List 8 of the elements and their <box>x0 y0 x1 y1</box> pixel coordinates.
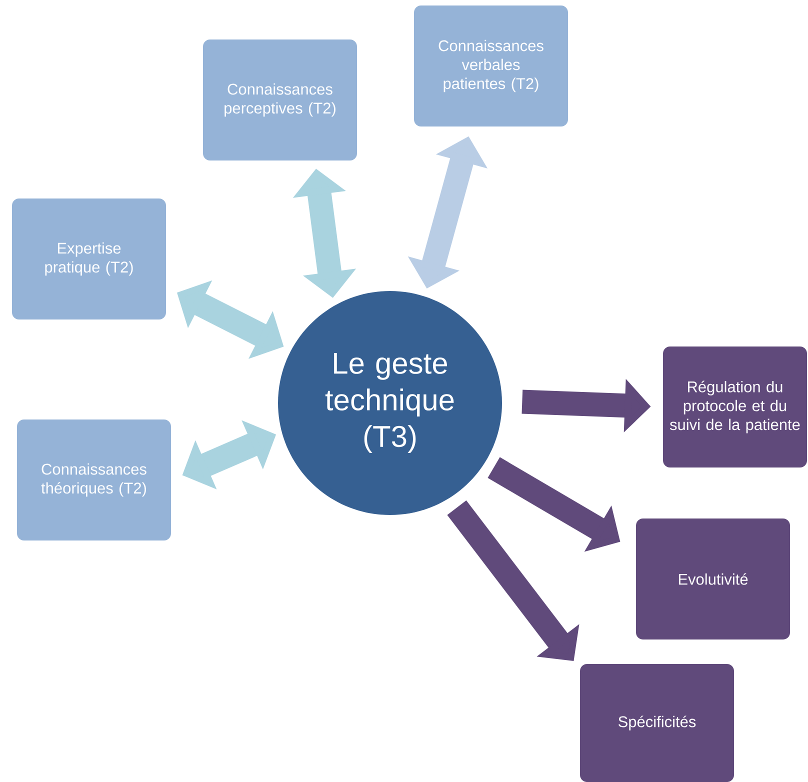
rounded-box: Connaissances verbales patientes (T2) <box>414 6 568 126</box>
rounded-box: Connaissances perceptives (T2) <box>203 40 357 160</box>
rounded-box: Spécificités <box>580 664 734 782</box>
rounded-box: Expertise pratique (T2) <box>12 198 166 320</box>
rounded-box: Evolutivité <box>636 518 790 640</box>
rounded-box: Connaissances théoriques (T2) <box>17 420 171 540</box>
rounded-box: Régulation du protocole et du suivi de la patiente <box>663 346 807 468</box>
block-arrow <box>447 500 580 661</box>
